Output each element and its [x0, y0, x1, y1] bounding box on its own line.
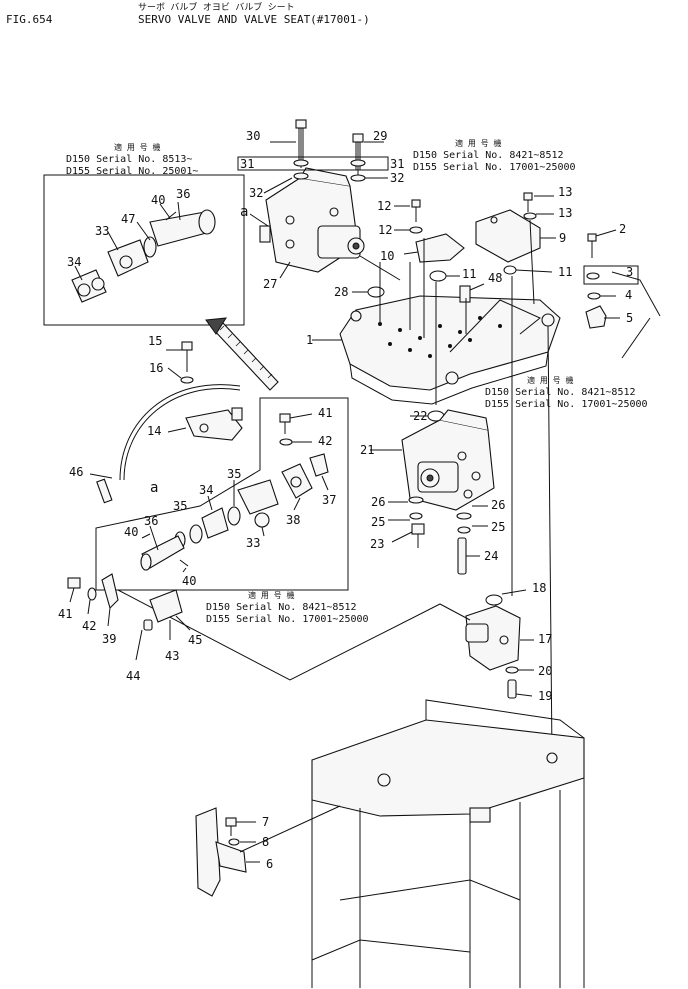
servo-valve-upper: [237, 119, 389, 279]
part-callout-22: 22: [413, 409, 428, 423]
part-callout-40: 40: [124, 525, 139, 539]
inset-upper-left: [43, 174, 245, 326]
small-fasteners: [352, 192, 661, 359]
part-callout-2: 2: [619, 222, 627, 236]
part-callout-33: 33: [246, 536, 261, 550]
part-callout-32: 32: [249, 186, 264, 200]
part-callout-48: 48: [488, 271, 503, 285]
part-callout-26: 26: [371, 495, 386, 509]
serial-line: D150 Serial No. 8421~8512: [413, 150, 564, 161]
part-callout-28: 28: [334, 285, 349, 299]
part-callout-12: 12: [377, 199, 392, 213]
part-callout-11: 11: [462, 267, 477, 281]
part-callout-17: 17: [538, 632, 553, 646]
part-callout-24: 24: [484, 549, 499, 563]
figure-number: FIG.654: [6, 13, 53, 26]
part-callout-34: 34: [67, 255, 82, 269]
part-callout-36: 36: [176, 187, 191, 201]
reference-mark-a: a: [150, 480, 159, 496]
serial-line: D155 Serial No. 17001~25000: [485, 399, 648, 410]
figure-title: SERVO VALVE AND VALVE SEAT(#17001-): [138, 13, 370, 26]
part-callout-34: 34: [199, 483, 214, 497]
part-callout-40: 40: [182, 574, 197, 588]
part-callout-33: 33: [95, 224, 110, 238]
applicability-label: 適 用 号 機: [527, 376, 574, 385]
part-callout-25: 25: [371, 515, 386, 529]
servo-valve-lower: [370, 409, 495, 575]
part-callout-46: 46: [69, 465, 84, 479]
part-callout-42: 42: [318, 434, 333, 448]
serial-line: D150 Serial No. 8513~: [66, 154, 193, 165]
part-callout-35: 35: [173, 499, 188, 513]
cover-plate: [475, 209, 556, 263]
part-callout-29: 29: [373, 129, 388, 143]
applicability-label: 適 用 号 機: [455, 139, 502, 148]
part-callout-39: 39: [102, 632, 117, 646]
serial-line: D155 Serial No. 17001~25000: [206, 614, 369, 625]
part-callout-14: 14: [147, 424, 162, 438]
reference-mark-a: a: [240, 204, 249, 220]
part-callout-37: 37: [322, 493, 337, 507]
part-callout-13: 13: [558, 206, 573, 220]
part-callout-15: 15: [148, 334, 163, 348]
part-callout-40: 40: [151, 193, 166, 207]
inset-lever-assembly: [89, 317, 349, 591]
part-callout-41: 41: [58, 607, 73, 621]
part-callout-12: 12: [378, 223, 393, 237]
part-callout-42: 42: [82, 619, 97, 633]
applicability-label: 適 用 号 機: [248, 591, 295, 600]
part-callout-44: 44: [126, 669, 141, 683]
part-callout-26: 26: [491, 498, 506, 512]
part-callout-18: 18: [532, 581, 547, 595]
part-callout-47: 47: [121, 212, 136, 226]
serial-line: D150 Serial No. 8421~8512: [485, 387, 636, 398]
serial-block-upper-left: 適 用 号 機 D150 Serial No. 8513~ D155 Seria…: [66, 142, 198, 178]
main-frame: [195, 699, 585, 988]
applicability-label: 適 用 号 機: [114, 143, 161, 152]
part-callout-21: 21: [360, 443, 375, 457]
part-callout-20: 20: [538, 664, 553, 678]
serial-block-upper-right: 適 用 号 機 D150 Serial No. 8421~8512 D155 S…: [413, 138, 576, 174]
valve-17: [465, 589, 534, 699]
part-callout-45: 45: [188, 633, 203, 647]
part-callout-43: 43: [165, 649, 180, 663]
part-callout-3: 3: [626, 265, 634, 279]
part-callout-35: 35: [227, 467, 242, 481]
guide-lines: [359, 219, 553, 757]
linkage-lower-left: [67, 573, 471, 681]
part-callout-36: 36: [144, 514, 159, 528]
japanese-title: サーボ バルブ オヨビ バルブ シート: [138, 3, 295, 13]
part-callout-19: 19: [538, 689, 553, 703]
part-callout-5: 5: [626, 311, 634, 325]
small-plate: [403, 233, 465, 263]
serial-line: D155 Serial No. 17001~25000: [413, 162, 576, 173]
part-callout-13: 13: [558, 185, 573, 199]
part-callout-41: 41: [318, 406, 333, 420]
part-callout-31: 31: [390, 157, 405, 171]
part-callout-27: 27: [263, 277, 278, 291]
part-callout-4: 4: [625, 288, 633, 302]
part-callout-11: 11: [558, 265, 573, 279]
part-callout-23: 23: [370, 537, 385, 551]
part-callout-8: 8: [262, 835, 270, 849]
part-callout-1: 1: [306, 333, 314, 347]
serial-line: D150 Serial No. 8421~8512: [206, 602, 357, 613]
part-callout-10: 10: [380, 249, 395, 263]
part-callout-30: 30: [246, 129, 261, 143]
part-callout-7: 7: [262, 815, 270, 829]
serial-block-middle-right: 適 用 号 機 D150 Serial No. 8421~8512 D155 S…: [485, 375, 648, 411]
part-callout-6: 6: [266, 857, 274, 871]
part-callout-9: 9: [559, 231, 567, 245]
part-callout-32: 32: [390, 171, 405, 185]
part-callout-16: 16: [149, 361, 164, 375]
part-callout-31: 31: [240, 157, 255, 171]
serial-block-lower-left: 適 用 号 機 D150 Serial No. 8421~8512 D155 S…: [206, 590, 369, 626]
part-callout-38: 38: [286, 513, 301, 527]
part-callout-25: 25: [491, 520, 506, 534]
serial-line: D155 Serial No. 25001~: [66, 166, 199, 177]
